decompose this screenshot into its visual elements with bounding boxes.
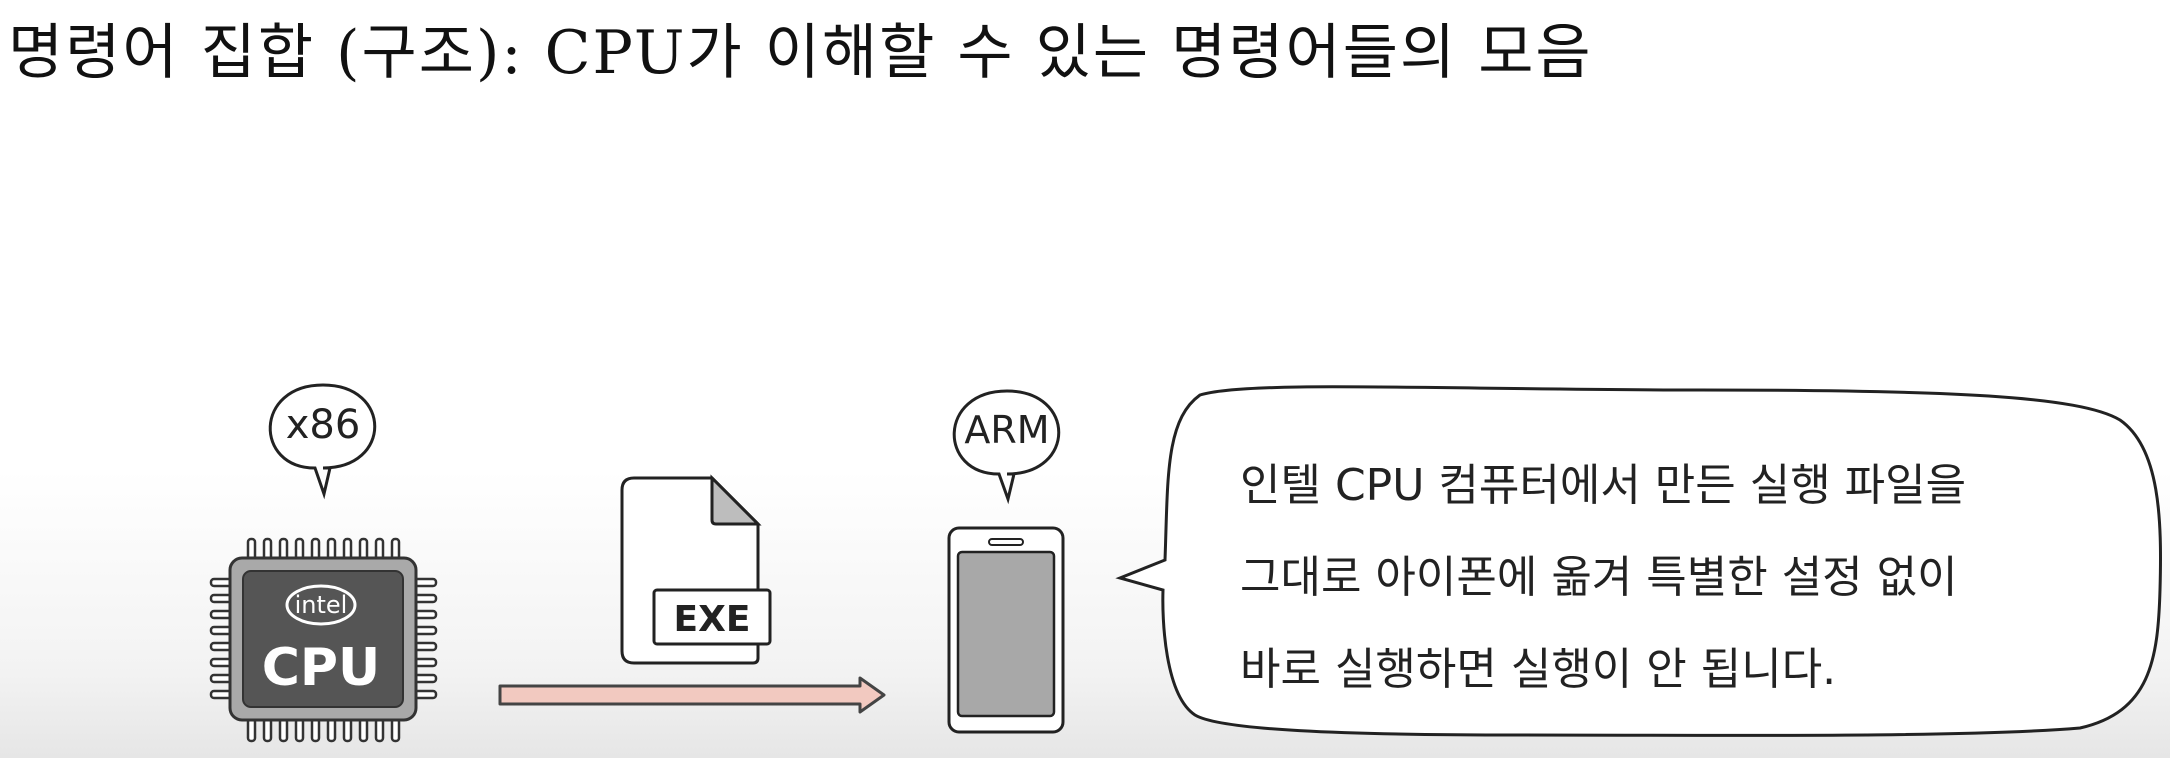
intel-logo-text: intel [295, 591, 348, 619]
arm-label-bubble: ARM [952, 389, 1061, 505]
speech-line: 그대로 아이폰에 옮겨 특별한 설정 없이 [1240, 552, 1958, 603]
x86-label-bubble: x86 [268, 383, 377, 500]
exe-file-icon: EXE [620, 474, 772, 665]
transfer-arrow [498, 676, 886, 714]
explanation-speech-bubble [1115, 385, 2163, 737]
speech-bubble-text: 인텔 CPU 컴퓨터에서 만든 실행 파일을 그대로 아이폰에 옮겨 특별한 설… [1240, 440, 2100, 716]
x86-label: x86 [286, 402, 361, 448]
speech-line: 인텔 CPU 컴퓨터에서 만든 실행 파일을 [1240, 460, 1967, 511]
cpu-chip-label: CPU [262, 638, 381, 698]
arm-label: ARM [964, 408, 1049, 452]
page-title: 명령어 집합 (구조): CPU가 이해할 수 있는 명령어들의 모음 [8, 18, 1593, 88]
smartphone-icon [947, 526, 1065, 734]
exe-file-label: EXE [674, 599, 751, 640]
speech-line: 바로 실행하면 실행이 안 됩니다. [1240, 644, 1837, 695]
cpu-chip-icon: intel CPU [209, 537, 438, 743]
